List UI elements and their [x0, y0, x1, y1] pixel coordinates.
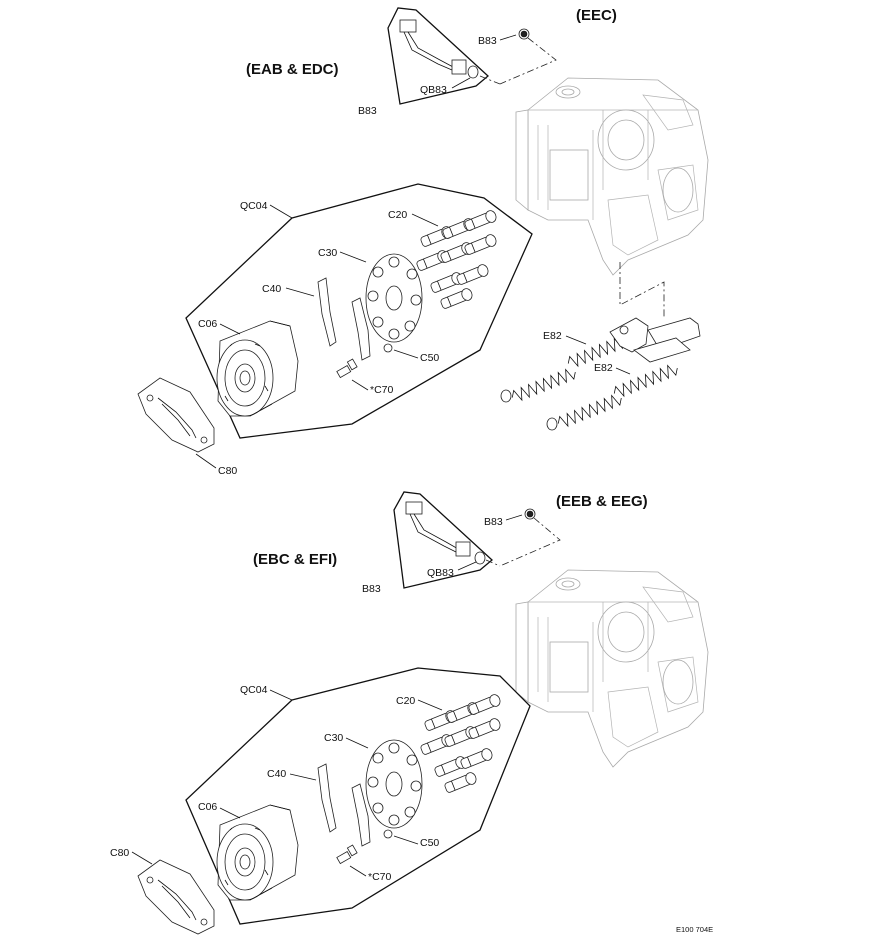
figure-id: E100 704E: [676, 925, 713, 934]
label-qc04-2: QC04: [240, 684, 268, 696]
bolt-c50: [383, 343, 393, 353]
sensor-assembly: [387, 7, 557, 105]
label-b83-lower: B83: [358, 105, 377, 117]
label-b83-upper: B83: [478, 35, 497, 47]
control-valve-linkage: [609, 317, 701, 363]
section-1-options-main: (EAB & EDC): [246, 61, 339, 78]
guide-c40-2: [317, 763, 371, 847]
springs-e82: [500, 332, 680, 431]
label-c80-2: C80: [110, 847, 129, 859]
label-c40: C40: [262, 283, 281, 295]
retainer-plate-c30-2: [365, 739, 423, 829]
bolt-c50-2: [383, 829, 393, 839]
label-c30-2: C30: [324, 732, 343, 744]
label-c06: C06: [198, 318, 217, 330]
screw-c70-2: [336, 844, 358, 865]
section-1: (EEC) (EAB & EDC) B83 QB83 B83 QC04: [137, 7, 709, 477]
label-e82-upper: E82: [543, 330, 562, 342]
label-c30: C30: [318, 247, 337, 259]
pistons-c20: [415, 208, 499, 311]
label-c70-2: *C70: [368, 871, 392, 883]
label-c50: C50: [420, 352, 439, 364]
cylinder-block-c06: [216, 320, 299, 417]
label-qb83-2: QB83: [427, 567, 454, 579]
label-qb83: QB83: [420, 84, 447, 96]
label-b83-upper-2: B83: [484, 516, 503, 528]
label-c70: *C70: [370, 384, 394, 396]
qc04-kit-boundary-2: [185, 667, 531, 925]
valve-plate-c80-2: [137, 859, 215, 935]
label-e82-lower: E82: [594, 362, 613, 374]
sensor-assembly-2: [393, 491, 561, 589]
label-c20-2: C20: [396, 695, 415, 707]
pistons-c20-2: [419, 692, 503, 795]
label-c06-2: C06: [198, 801, 217, 813]
pump-housing-2: [515, 569, 709, 768]
cylinder-block-c06-2: [216, 804, 299, 901]
section-1-options-alt: (EEC): [576, 7, 617, 24]
guide-c40: [317, 277, 371, 361]
pump-housing: [515, 77, 709, 276]
section-2-options-alt: (EEB & EEG): [556, 493, 648, 510]
valve-plate-c80: [137, 377, 215, 453]
label-c20: C20: [388, 209, 407, 221]
qc04-kit-boundary: [185, 183, 533, 439]
label-b83-lower-2: B83: [362, 583, 381, 595]
label-c80: C80: [218, 465, 237, 477]
section-2-options-main: (EBC & EFI): [253, 551, 337, 568]
section-2: (EEB & EEG) (EBC & EFI) B83 QB83 B83 QC0…: [110, 491, 709, 935]
screw-c70: [336, 358, 358, 379]
label-c50-2: C50: [420, 837, 439, 849]
label-c40-2: C40: [267, 768, 286, 780]
label-qc04: QC04: [240, 200, 268, 212]
retainer-plate-c30: [365, 253, 423, 343]
